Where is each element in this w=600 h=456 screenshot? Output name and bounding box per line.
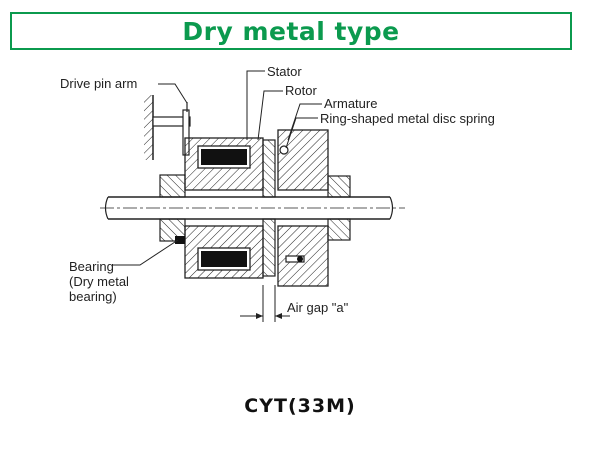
stator-upper bbox=[184, 137, 264, 191]
title-banner: Dry metal type bbox=[10, 12, 572, 50]
model-name: CYT(33M) bbox=[244, 395, 356, 417]
label-stator: Stator bbox=[267, 64, 302, 79]
label-ring-spring: Ring-shaped metal disc spring bbox=[320, 111, 495, 126]
label-armature: Armature bbox=[324, 96, 377, 111]
label-rotor: Rotor bbox=[285, 83, 317, 98]
label-bearing-line-2: (Dry metal bbox=[69, 274, 129, 289]
rotor bbox=[262, 139, 276, 277]
label-air-gap: Air gap "a" bbox=[287, 300, 349, 315]
shaft bbox=[100, 196, 405, 220]
armature-hub bbox=[277, 129, 351, 287]
label-bearing-line-3: bearing) bbox=[69, 289, 117, 304]
leader-lines bbox=[112, 70, 322, 266]
wall-mount bbox=[144, 95, 154, 160]
hub-bushing bbox=[159, 174, 186, 244]
air-gap-dimension bbox=[240, 285, 290, 322]
label-bearing: Bearing bbox=[69, 259, 114, 274]
stator-lower bbox=[184, 225, 264, 279]
page-title: Dry metal type bbox=[182, 16, 400, 46]
label-drive-pin-arm: Drive pin arm bbox=[60, 76, 137, 91]
